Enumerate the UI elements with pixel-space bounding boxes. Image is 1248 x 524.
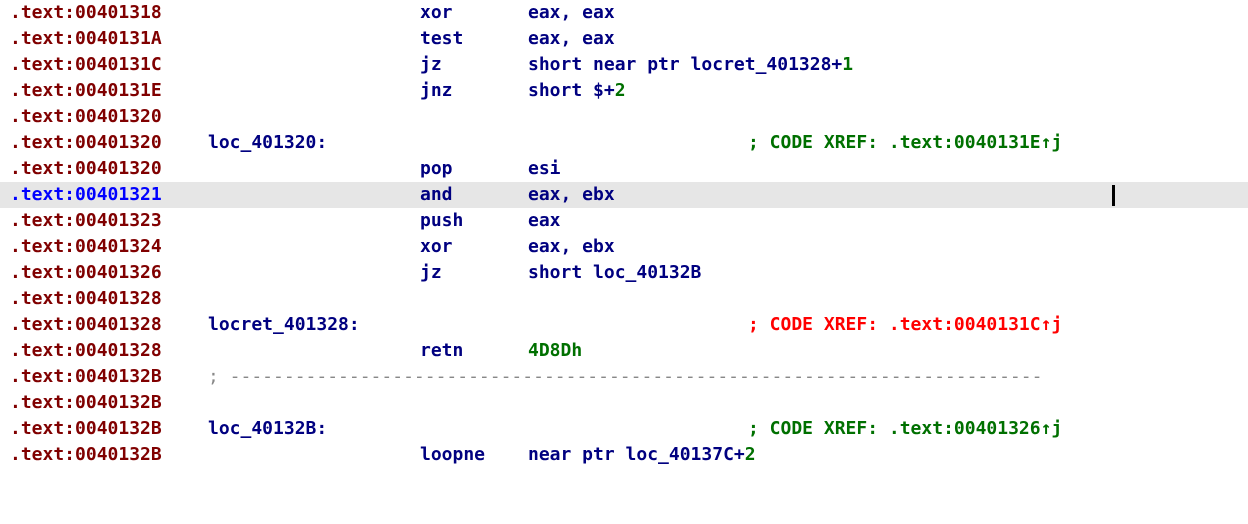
mnemonic[interactable]: loopne bbox=[420, 444, 486, 465]
mnemonic[interactable]: retn bbox=[420, 340, 464, 361]
address[interactable]: .text:00401318 bbox=[10, 2, 162, 23]
code-label[interactable]: loc_40132B: bbox=[208, 418, 328, 439]
address[interactable]: .text:0040132B bbox=[10, 366, 162, 387]
code-xref-comment[interactable]: ; CODE XREF: .text:0040131E↑j bbox=[748, 132, 1063, 153]
listing-line[interactable]: .text:00401320 bbox=[0, 104, 1248, 130]
operands[interactable]: eax, ebx bbox=[528, 182, 615, 208]
listing-line[interactable]: .text:0040131A test eax, eax bbox=[0, 26, 1248, 52]
listing-line[interactable]: .text:0040132B bbox=[0, 390, 1248, 416]
numeric-operand: 4D8Dh bbox=[528, 340, 583, 361]
listing-line[interactable]: .text:0040132B loopne near ptr loc_40137C+… bbox=[0, 442, 1248, 468]
listing-line[interactable]: .text:00401321 and eax, ebx bbox=[0, 182, 1248, 208]
operand-text: esi bbox=[528, 158, 561, 179]
operands[interactable]: short $+2 bbox=[528, 78, 626, 104]
listing-line[interactable]: .text:00401324 xor eax, ebx bbox=[0, 234, 1248, 260]
mnemonic[interactable]: test bbox=[420, 28, 464, 49]
mnemonic[interactable]: pop bbox=[420, 158, 453, 179]
numeric-operand: 2 bbox=[744, 444, 756, 465]
operands[interactable]: eax, eax bbox=[528, 26, 615, 52]
numeric-operand: 1 bbox=[842, 54, 854, 75]
operands[interactable]: short loc_40132B bbox=[528, 260, 701, 286]
text-cursor bbox=[1112, 185, 1115, 206]
code-label[interactable]: locret_401328: bbox=[208, 314, 360, 335]
mnemonic[interactable]: jz bbox=[420, 54, 442, 75]
numeric-operand: 2 bbox=[614, 80, 626, 101]
mnemonic[interactable]: xor bbox=[420, 2, 453, 23]
address[interactable]: .text:00401328 bbox=[10, 340, 162, 361]
code-xref-comment[interactable]: ; CODE XREF: .text:0040131C↑j bbox=[748, 314, 1063, 335]
operand-text: near ptr loc_40137C+ bbox=[528, 444, 745, 465]
operand-text: short loc_40132B bbox=[528, 262, 702, 283]
listing-line[interactable]: .text:00401326 jz short loc_40132B bbox=[0, 260, 1248, 286]
mnemonic[interactable]: xor bbox=[420, 236, 453, 257]
operand-text: eax, ebx bbox=[528, 236, 615, 257]
operand-text: short near ptr locret_401328+ bbox=[528, 54, 843, 75]
operands[interactable]: esi bbox=[528, 156, 561, 182]
address[interactable]: .text:0040131A bbox=[10, 28, 162, 49]
listing-line[interactable]: .text:00401328 retn 4D8Dh bbox=[0, 338, 1248, 364]
listing-line[interactable]: .text:0040132B ; ------------------------… bbox=[0, 364, 1248, 390]
operands[interactable]: short near ptr locret_401328+1 bbox=[528, 52, 853, 78]
mnemonic[interactable]: push bbox=[420, 210, 464, 231]
code-label[interactable]: loc_401320: bbox=[208, 132, 328, 153]
address[interactable]: .text:0040132B bbox=[10, 418, 162, 439]
listing-line[interactable]: .text:00401318 xor eax, eax bbox=[0, 0, 1248, 26]
address[interactable]: .text:0040132B bbox=[10, 392, 162, 413]
address[interactable]: .text:0040131E bbox=[10, 80, 162, 101]
listing-line[interactable]: .text:00401328 locret_401328: ; CODE XREF:… bbox=[0, 312, 1248, 338]
address[interactable]: .text:00401320 bbox=[10, 106, 162, 127]
address[interactable]: .text:00401324 bbox=[10, 236, 162, 257]
operands[interactable]: 4D8Dh bbox=[528, 338, 582, 364]
operand-text: eax bbox=[528, 210, 561, 231]
mnemonic[interactable]: jnz bbox=[420, 80, 453, 101]
listing-line[interactable]: .text:0040131E jnz short $+2 bbox=[0, 78, 1248, 104]
mnemonic[interactable]: and bbox=[420, 184, 453, 205]
address[interactable]: .text:00401320 bbox=[10, 132, 162, 153]
listing-line[interactable]: .text:00401323 push eax bbox=[0, 208, 1248, 234]
operands[interactable]: eax bbox=[528, 208, 561, 234]
listing-line[interactable]: .text:00401320 loc_401320: ; CODE XREF: .t… bbox=[0, 130, 1248, 156]
listing-line[interactable]: .text:00401328 bbox=[0, 286, 1248, 312]
operand-text: eax, ebx bbox=[528, 184, 615, 205]
address[interactable]: .text:00401326 bbox=[10, 262, 162, 283]
listing-line[interactable]: .text:0040132B loc_40132B: ; CODE XREF: .t… bbox=[0, 416, 1248, 442]
mnemonic[interactable]: jz bbox=[420, 262, 442, 283]
address[interactable]: .text:00401323 bbox=[10, 210, 162, 231]
operand-text: eax, eax bbox=[528, 28, 615, 49]
operands[interactable]: eax, eax bbox=[528, 0, 615, 26]
operand-text: short $+ bbox=[528, 80, 615, 101]
listing-line[interactable]: .text:00401320 pop esi bbox=[0, 156, 1248, 182]
operands[interactable]: eax, ebx bbox=[528, 234, 615, 260]
separator-comment: ; --------------------------------------… bbox=[208, 366, 1043, 387]
listing-line[interactable]: .text:0040131C jz short near ptr locret_40… bbox=[0, 52, 1248, 78]
address[interactable]: .text:0040131C bbox=[10, 54, 162, 75]
address[interactable]: .text:00401321 bbox=[10, 184, 162, 205]
operand-text: eax, eax bbox=[528, 2, 615, 23]
address[interactable]: .text:00401328 bbox=[10, 288, 162, 309]
address[interactable]: .text:0040132B bbox=[10, 444, 162, 465]
operands[interactable]: near ptr loc_40137C+2 bbox=[528, 442, 756, 468]
address[interactable]: .text:00401328 bbox=[10, 314, 162, 335]
code-xref-comment[interactable]: ; CODE XREF: .text:00401326↑j bbox=[748, 418, 1063, 439]
address[interactable]: .text:00401320 bbox=[10, 158, 162, 179]
